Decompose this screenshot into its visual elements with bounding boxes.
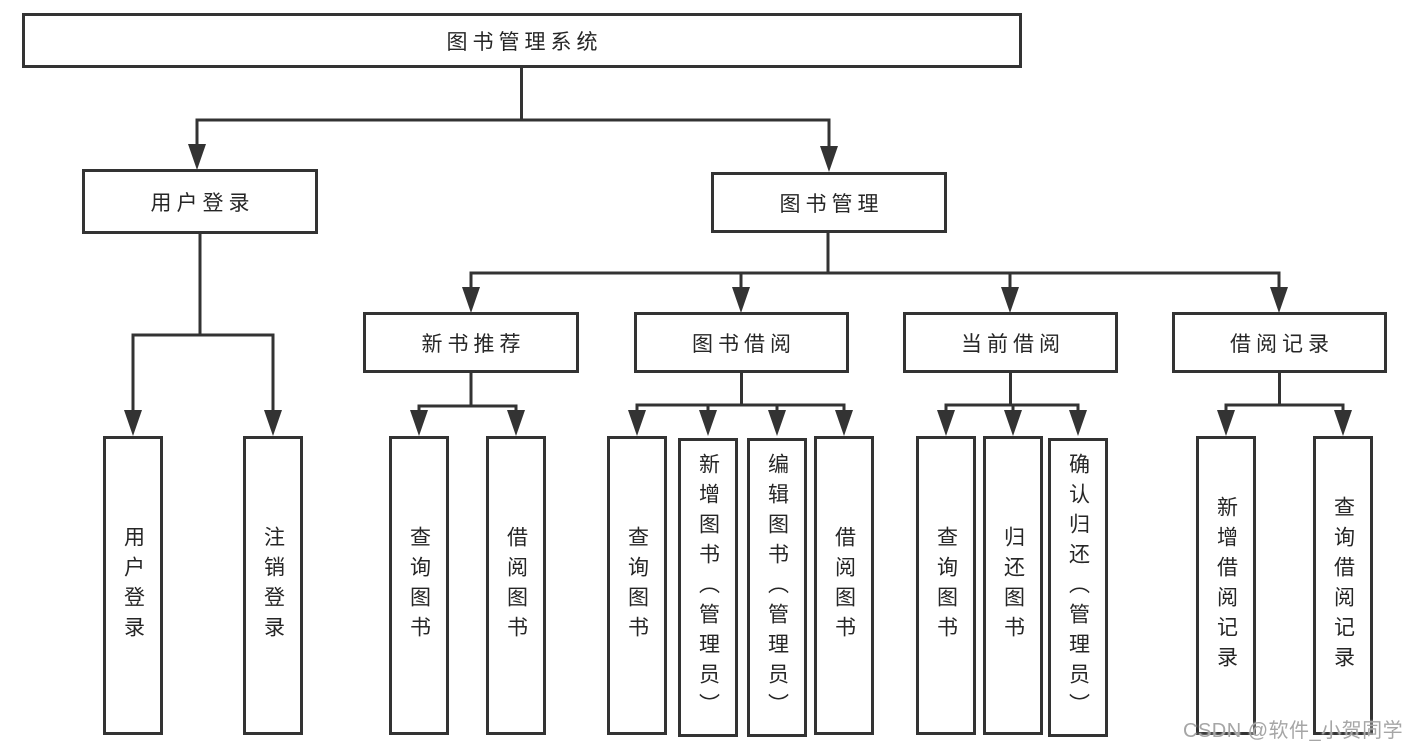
node-current-borrow: 当前借阅 (903, 312, 1118, 373)
leaf-borrow-books: 借阅图书 (814, 436, 874, 735)
node-label: 图书管理系统 (446, 30, 603, 54)
node-label: 用户登录 (121, 525, 145, 646)
leaf-query-books-recommend: 查询图书 (389, 436, 449, 735)
node-label: 查询借阅记录 (1331, 495, 1355, 676)
node-label: 用户登录 (150, 191, 255, 215)
node-borrow-records: 借阅记录 (1172, 312, 1387, 373)
watermark: CSDN @软件_小贺同学 (1183, 720, 1404, 742)
node-label: 图书借阅 (692, 332, 796, 356)
node-label: 确认归还（管理员） (1066, 452, 1090, 723)
node-label: 借阅图书 (504, 525, 528, 646)
leaf-edit-book-admin: 编辑图书（管理员） (747, 438, 807, 737)
node-library-system: 图书管理系统 (22, 13, 1022, 68)
node-book-borrow: 图书借阅 (634, 312, 849, 373)
node-label: 编辑图书（管理员） (765, 452, 789, 723)
node-label: 借阅图书 (832, 525, 856, 646)
leaf-query-books-borrow: 查询图书 (607, 436, 667, 735)
leaf-return-books: 归还图书 (983, 436, 1043, 735)
node-label: 新增图书（管理员） (696, 452, 720, 723)
node-label: 新增借阅记录 (1214, 495, 1238, 676)
node-label: 查询图书 (407, 525, 431, 646)
node-label: 查询图书 (934, 525, 958, 646)
node-label: 新书推荐 (421, 332, 526, 356)
node-label: 查询图书 (625, 525, 649, 646)
leaf-query-books-current: 查询图书 (916, 436, 976, 735)
node-label: 图书管理 (779, 192, 884, 216)
node-label: 归还图书 (1001, 525, 1025, 646)
leaf-user-login: 用户登录 (103, 436, 163, 735)
node-label: 当前借阅 (961, 332, 1065, 356)
leaf-confirm-return-admin: 确认归还（管理员） (1048, 438, 1108, 737)
leaf-add-borrow-record: 新增借阅记录 (1196, 436, 1256, 735)
leaf-borrow-books-recommend: 借阅图书 (486, 436, 546, 735)
node-book-management: 图书管理 (711, 172, 947, 233)
leaf-logout: 注销登录 (243, 436, 303, 735)
node-label: 借阅记录 (1230, 332, 1334, 356)
node-label: 注销登录 (261, 525, 285, 646)
node-user-login: 用户登录 (82, 169, 318, 234)
leaf-query-borrow-record: 查询借阅记录 (1313, 436, 1373, 735)
leaf-add-book-admin: 新增图书（管理员） (678, 438, 738, 737)
node-new-book-recommend: 新书推荐 (363, 312, 579, 373)
